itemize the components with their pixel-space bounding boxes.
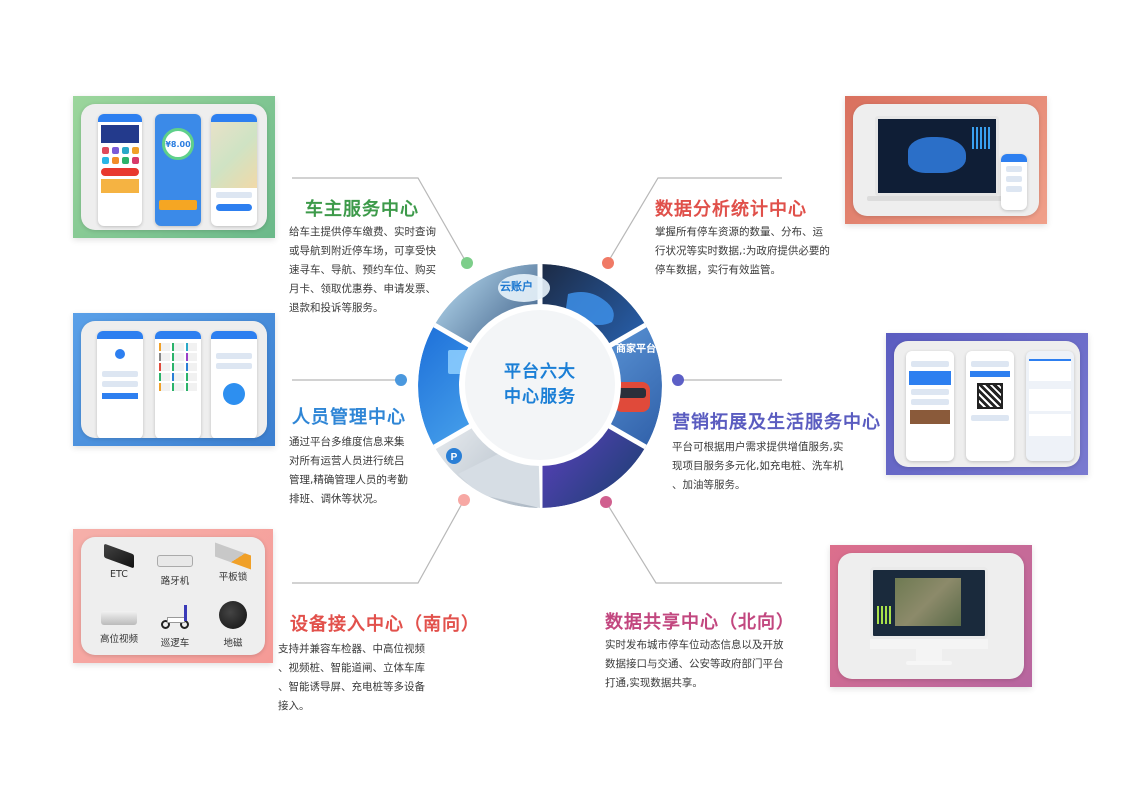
owner-title: 车主服务中心 [305,199,419,220]
data-analysis-title: 数据分析统计中心 [655,199,807,220]
desc-line: 、视频桩、智能道闸、立体车库 [278,662,425,674]
device-label: 巡逻车 [160,638,190,649]
center-title-line2: 中心服务 [504,387,576,407]
staff-screens-card [81,321,267,438]
marketing-screens-card [894,341,1080,467]
phone-records [1026,351,1074,461]
desc-line: 退款和投诉等服务。 [289,302,384,314]
data-share-thumbnail [830,545,1032,687]
phone-qr-code [966,351,1014,461]
phone-merchant-home [906,351,954,461]
phone-screen-home [98,114,142,226]
desc-line: 管理,精确管理人员的考勤 [289,474,408,486]
data-share-dot [600,496,612,508]
desc-line: 数据接口与交通、公安等政府部门平台 [605,658,784,670]
desc-line: 停车数据，实行有效监管。 [655,264,781,276]
device-label: 平板锁 [218,572,248,583]
center-title-line1: 平台六大 [504,362,576,382]
device-label: ETC [110,569,128,580]
desc-line: 接入。 [278,700,310,712]
data-analysis-thumbnail [845,96,1047,224]
etc-camera-icon [104,543,134,569]
phone-checkin [211,331,257,438]
geomagnetic-sensor-icon [219,601,247,629]
staff-dot [395,374,407,386]
desc-line: 、智能诱导屏、充电桩等多设备 [278,681,425,693]
data-analysis-description: 掌握所有停车资源的数量、分布、运 行状况等实时数据,:为政府提供必要的 停车数据… [655,223,835,280]
laptop-dashboard [875,116,999,196]
desc-line: 行状况等实时数据,:为政府提供必要的 [655,245,830,257]
data-share-title: 数据共享中心（北向） [605,612,795,633]
desc-line: 月卡、领取优惠券、申请发票、 [289,283,436,295]
data-analysis-dot [602,257,614,269]
desc-line: 现项目服务多元化,如充电桩、洗车机 [672,460,844,472]
high-video-camera-icon [101,611,137,625]
marketing-title: 营销拓展及生活服务中心 [672,412,881,433]
device-title: 设备接入中心（南向） [290,614,480,635]
device-dot [458,494,470,506]
device-label: 地磁 [223,638,243,649]
payment-amount: ¥8.00 [162,128,194,160]
desc-line: 支持并兼容车检器、中高位视频 [278,643,425,655]
flat-lock-icon [215,542,251,570]
phone-stats [1001,154,1027,210]
device-curb-machine: 路牙机 [147,549,203,587]
data-analysis-card [853,104,1039,216]
device-label: 高位视频 [99,634,138,645]
phone-screen-payment: ¥8.00 [155,114,201,226]
data-share-card [838,553,1024,679]
owner-thumbnail: ¥8.00 [73,96,275,238]
desc-line: 打通,实现数据共享。 [605,677,703,689]
device-flat-lock: 平板锁 [205,542,261,583]
staff-thumbnail [73,313,275,446]
device-geomagnetic: 地磁 [205,601,261,649]
device-high-video: 高位视频 [91,605,147,645]
desc-line: 掌握所有停车资源的数量、分布、运 [655,226,823,238]
phone-login [97,331,143,438]
curb-machine-icon [157,555,193,567]
owner-dot [461,257,473,269]
staff-description: 通过平台多维度信息来集 对所有运营人员进行统吕 管理,精确管理人员的考勤 排班、… [289,433,429,509]
device-grid-card: ETC 路牙机 平板锁 高位视频 巡逻车 地磁 [81,537,265,655]
data-share-description: 实时发布城市停车位动态信息以及开放 数据接口与交通、公安等政府部门平台 打通,实… [605,636,790,693]
desc-line: 平台可根据用户需求提供增值服务,实 [672,441,844,453]
cloud-account-label: 云账户 [500,280,533,293]
device-description: 支持并兼容车检器、中高位视频 、视频桩、智能道闸、立体车库 、智能诱导屏、充电桩… [278,640,453,716]
device-label: 路牙机 [160,576,190,587]
center-circle: 平台六大 中心服务 [465,310,615,460]
desc-line: 排班、调休等状况。 [289,493,384,505]
desc-line: 实时发布城市停车位动态信息以及开放 [605,639,784,651]
marketing-description: 平台可根据用户需求提供增值服务,实 现项目服务多元化,如充电桩、洗车机 、加油等… [672,438,852,495]
device-thumbnail: ETC 路牙机 平板锁 高位视频 巡逻车 地磁 [73,529,273,663]
owner-screens-card: ¥8.00 [81,104,267,230]
desc-line: 或导航到附近停车场，可享受快 [289,245,436,257]
monitor-dashboard [870,567,988,639]
marketing-thumbnail [886,333,1088,475]
phone-screen-map [211,114,257,226]
patrol-scooter-icon [157,605,193,629]
device-etc: ETC [91,543,147,580]
phone-schedule [155,331,201,438]
desc-line: 对所有运营人员进行统吕 [289,455,405,467]
qr-code-icon [977,383,1003,409]
merchant-platform-label: 商家平台 [616,344,656,355]
marketing-dot [672,374,684,386]
device-patrol-scooter: 巡逻车 [147,605,203,649]
desc-line: 通过平台多维度信息来集 [289,436,405,448]
owner-description: 给车主提供停车缴费、实时查询 或导航到附近停车场，可享受快 速寻车、导航、预约车… [289,223,464,318]
svg-text:P: P [451,452,458,463]
desc-line: 速寻车、导航、预约车位、购买 [289,264,436,276]
desc-line: 给车主提供停车缴费、实时查询 [289,226,436,238]
staff-title: 人员管理中心 [292,407,406,428]
desc-line: 、加油等服务。 [672,479,746,491]
